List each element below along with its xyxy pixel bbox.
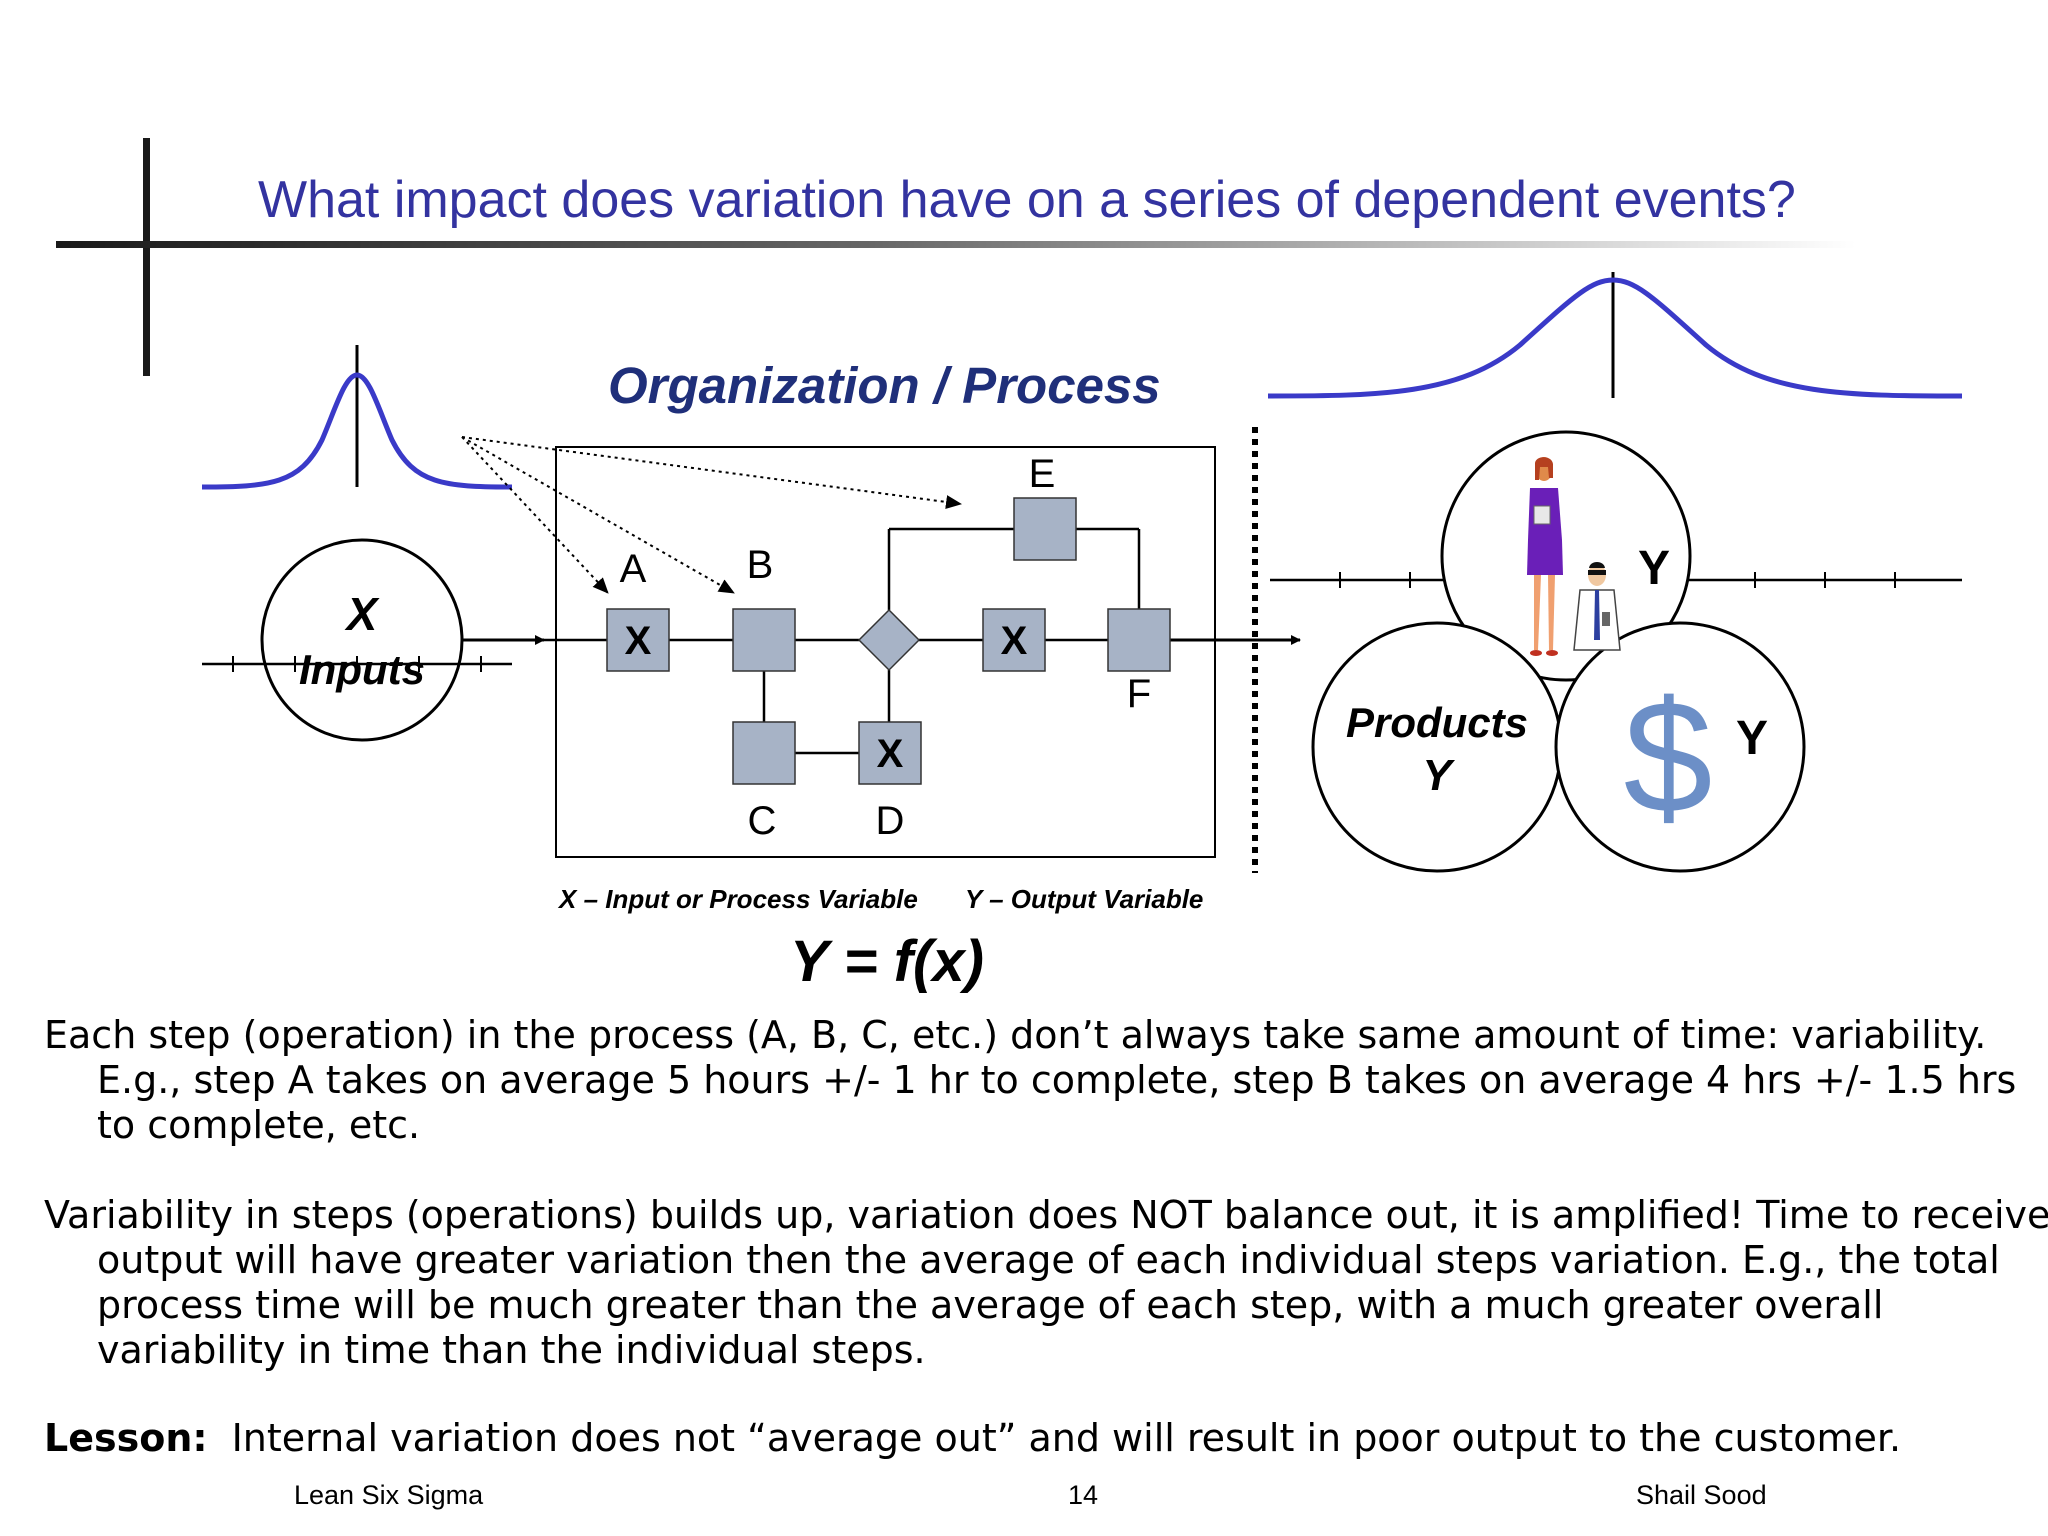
step-e-box <box>1013 497 1077 561</box>
people-output-circle <box>1440 430 1692 682</box>
step-x-box <box>982 608 1046 672</box>
slide-title: What impact does variation have on a ser… <box>258 171 1796 229</box>
step-d-label: D <box>876 799 905 843</box>
paragraph-variability: Each step (operation) in the process (A,… <box>44 1013 2017 1147</box>
footer-left: Lean Six Sigma <box>294 1480 484 1510</box>
step-e-label: E <box>1029 452 1056 496</box>
products-label: Products <box>1346 699 1528 746</box>
process-connectors <box>544 527 1141 755</box>
step-c-box <box>732 721 796 785</box>
input-distribution-curve <box>201 345 513 490</box>
lesson-line: Lesson: Internal variation does not “aver… <box>44 1416 1901 1461</box>
money-output-y: Y <box>1736 712 1768 765</box>
decision-diamond <box>857 608 921 672</box>
inputs-circle <box>260 538 464 742</box>
input-x-label: X <box>344 588 380 640</box>
people-output-y: Y <box>1638 542 1670 595</box>
step-d-marker: X <box>877 732 904 776</box>
paragraph-amplified: Variability in steps (operations) builds… <box>44 1193 2048 1372</box>
title-rule <box>56 138 1856 376</box>
legend-x-variable: X – Input or Process Variable <box>559 884 918 914</box>
process-box <box>555 446 1216 858</box>
step-f-box <box>1107 608 1171 672</box>
dollar-sign-icon: $ <box>1624 667 1713 846</box>
man-figure-icon <box>1573 562 1621 651</box>
step-a-box <box>606 608 670 672</box>
variation-dotted-arrows <box>461 436 962 594</box>
inputs-label: Inputs <box>299 646 425 693</box>
products-output-circle <box>1311 621 1563 873</box>
step-a-label: A <box>620 547 647 591</box>
footer-page-number: 14 <box>1068 1480 1099 1510</box>
products-output-y: Y <box>1422 751 1455 800</box>
step-x-marker: X <box>1001 619 1028 663</box>
step-b-label: B <box>747 543 774 587</box>
legend-y-variable: Y – Output Variable <box>965 884 1204 914</box>
step-f-label: F <box>1127 672 1151 716</box>
formula: Y = f(x) <box>790 929 984 994</box>
process-title: Organization / Process <box>608 357 1161 414</box>
step-c-label: C <box>748 799 777 843</box>
step-d-box <box>858 721 922 785</box>
money-output-circle <box>1554 621 1806 873</box>
woman-figure-icon <box>1527 457 1563 656</box>
lesson-label: Lesson: <box>44 1416 208 1460</box>
lesson-text: Internal variation does not “average out… <box>231 1416 1902 1460</box>
footer-right: Shail Sood <box>1636 1480 1767 1510</box>
output-distribution-curve <box>1267 272 1963 399</box>
step-a-marker: X <box>625 619 652 663</box>
step-b-box <box>732 608 796 672</box>
